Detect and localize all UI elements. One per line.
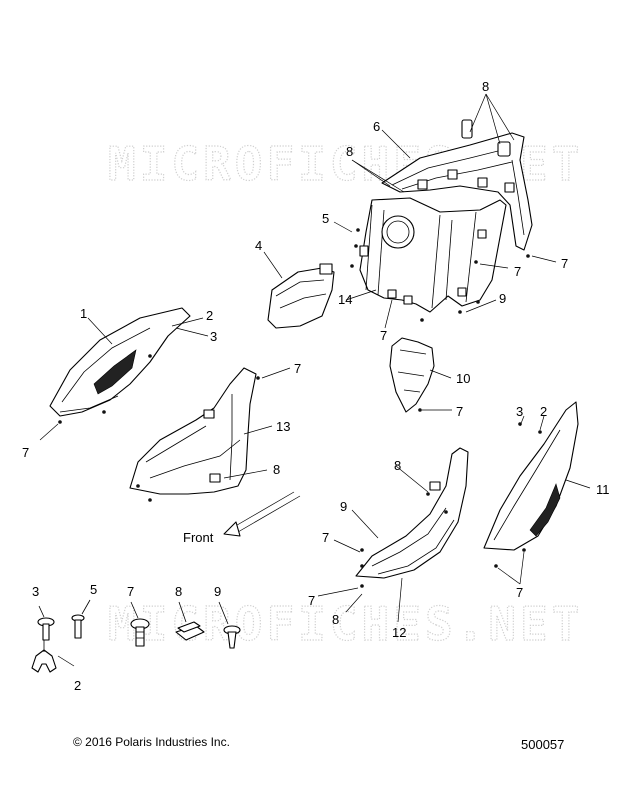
callout-2: 2 xyxy=(206,308,213,323)
callout-8-right-inner: 8 xyxy=(394,458,401,473)
callout-1: 1 xyxy=(80,306,87,321)
front-label: Front xyxy=(183,530,214,545)
fastener-5-bolt xyxy=(71,599,91,639)
callout-8-left-inner: 8 xyxy=(273,462,280,477)
diagram-number: 500057 xyxy=(521,737,564,752)
legend-label-2: 2 xyxy=(74,678,81,693)
callout-6: 6 xyxy=(373,119,380,134)
callout-8-upper-left: 8 xyxy=(346,144,353,159)
callout-10: 10 xyxy=(456,371,470,386)
part-14-center-panel xyxy=(359,197,507,313)
legend-label-3: 3 xyxy=(32,584,39,599)
legend-label-5: 5 xyxy=(90,582,97,597)
callout-4: 4 xyxy=(255,238,262,253)
callout-3: 3 xyxy=(210,329,217,344)
callout-7-far-right: 7 xyxy=(561,256,568,271)
callout-8-right-inner-lower: 8 xyxy=(332,612,339,627)
leader-lines xyxy=(39,93,591,667)
callout-numbers: 1 2 3 4 5 6 8 8 7 7 9 14 7 10 7 7 13 8 7… xyxy=(22,79,610,640)
callout-7-right-inner-lower: 7 xyxy=(308,593,315,608)
legend-label-9: 9 xyxy=(214,584,221,599)
copyright-text: © 2016 Polaris Industries Inc. xyxy=(73,735,230,749)
fastener-7-screw xyxy=(130,601,150,647)
part-10-center-bracket xyxy=(389,337,435,413)
callout-7-bracket: 7 xyxy=(456,404,463,419)
callout-5: 5 xyxy=(322,211,329,226)
callout-9-lower: 9 xyxy=(340,499,347,514)
fastener-2-nut-clip xyxy=(31,640,57,673)
part-6-upper-panel xyxy=(381,119,533,251)
part-11-right-side-panel xyxy=(483,401,579,551)
part-12-right-inner-panel xyxy=(355,447,469,579)
callout-7-left-side: 7 xyxy=(22,445,29,460)
callout-7-right-inner-upper: 7 xyxy=(322,530,329,545)
legend-label-7: 7 xyxy=(127,584,134,599)
callout-7-left-inner-top: 7 xyxy=(294,361,301,376)
callout-14: 14 xyxy=(338,292,352,307)
callout-3-right: 3 xyxy=(516,404,523,419)
fastener-3-screw xyxy=(37,605,55,641)
callout-7-right-side: 7 xyxy=(516,585,523,600)
callout-12: 12 xyxy=(392,625,406,640)
fastener-9-push-rivet xyxy=(218,601,241,649)
part-13-left-inner-panel xyxy=(129,367,257,495)
callout-11: 11 xyxy=(596,482,610,497)
part-1-left-side-panel xyxy=(49,307,191,417)
watermark-bottom: MICROFICHES.NET xyxy=(108,597,583,651)
callout-8-upper-right: 8 xyxy=(482,79,489,94)
callout-2-right: 2 xyxy=(540,404,547,419)
callout-7-center: 7 xyxy=(380,328,387,343)
legend-label-8: 8 xyxy=(175,584,182,599)
callout-7-right-panel: 7 xyxy=(514,264,521,279)
callout-13: 13 xyxy=(276,419,290,434)
fastener-8-clip xyxy=(175,601,205,641)
hardware-legend: 3 5 7 8 9 xyxy=(31,582,241,693)
callout-9-upper: 9 xyxy=(499,291,506,306)
front-arrow xyxy=(223,491,301,537)
part-4-bracket xyxy=(267,263,335,329)
